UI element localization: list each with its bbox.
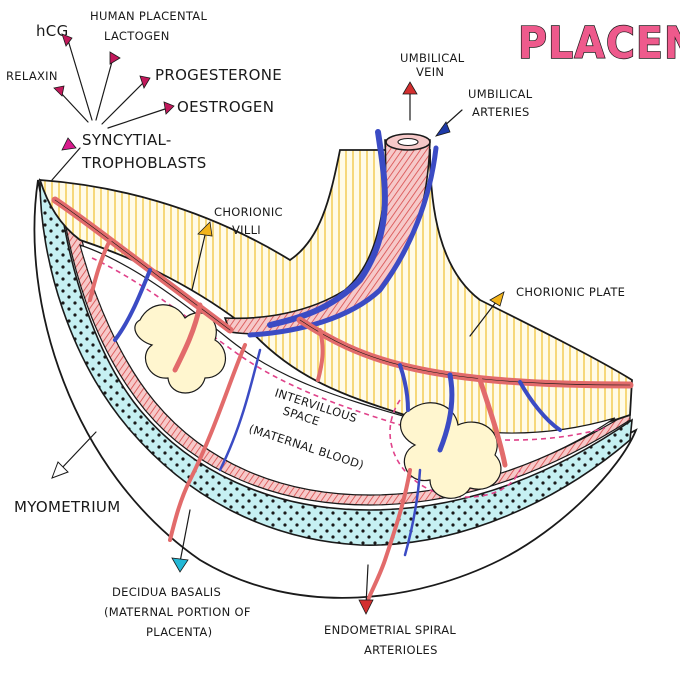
chorionic-plate-arrowhead — [489, 291, 505, 307]
hormone-arrows — [59, 39, 169, 129]
label-umbilical-vein-line2: VEIN — [416, 65, 444, 79]
label-spiral-line2: ARTERIOLES — [364, 643, 438, 657]
label-decidua-line3: PLACENTA) — [146, 625, 212, 639]
label-umbilical-vein-line1: UMBILICAL — [400, 51, 465, 65]
label-spiral-line1: ENDOMETRIAL SPIRAL — [324, 623, 456, 637]
label-relaxin: RELAXIN — [6, 69, 58, 83]
spiral-arteriole-arrowhead — [358, 599, 374, 615]
label-umbilical-arteries-line1: UMBILICAL — [468, 87, 533, 101]
label-hcg: hCG — [36, 22, 69, 40]
syncytio-arrowhead — [61, 137, 77, 151]
label-chorionic-villi-line1: CHORIONIC — [214, 205, 283, 219]
label-syncytio-line1: SYNCYTIAL- — [82, 131, 172, 149]
decidua-arrowhead — [171, 557, 189, 573]
label-chorionic-plate: CHORIONIC PLATE — [516, 285, 625, 299]
label-myometrium: MYOMETRIUM — [14, 498, 120, 516]
label-umbilical-arteries-line2: ARTERIES — [472, 105, 530, 119]
label-syncytio-line2: TROPHOBLASTS — [81, 154, 207, 172]
label-progesterone: PROGESTERONE — [155, 66, 282, 84]
spiral-arterioles — [168, 343, 422, 602]
page-title: PLACENTA — [518, 18, 680, 69]
umbilical-artery-2 — [247, 145, 439, 338]
myometrium-arrowhead — [51, 461, 69, 479]
label-chorionic-villi-line2: VILLI — [232, 223, 261, 237]
label-oestrogen: OESTROGEN — [177, 98, 274, 116]
chorionic-villi-arrowhead — [197, 221, 213, 237]
label-decidua-line1: DECIDUA BASALIS — [112, 585, 221, 599]
umbilical-vein-arrowhead — [402, 81, 418, 95]
syncytial-outline-main — [91, 257, 606, 441]
villi-cluster-right — [399, 402, 502, 499]
chorionic-plate-region — [38, 149, 633, 436]
syncytial-outline-right — [389, 399, 521, 498]
label-decidua-line2: (MATERNAL PORTION OF — [104, 605, 251, 619]
label-hpl-line2: LACTOGEN — [104, 29, 170, 43]
label-hpl-line1: HUMAN PLACENTAL — [90, 9, 207, 23]
chorionic-vessels — [51, 196, 634, 468]
umbilical-arteries-arrowhead — [435, 121, 451, 137]
hormone-arrowheads — [53, 33, 175, 115]
decidua-basalis-layer — [39, 178, 633, 546]
villi-cluster-left — [134, 304, 226, 394]
